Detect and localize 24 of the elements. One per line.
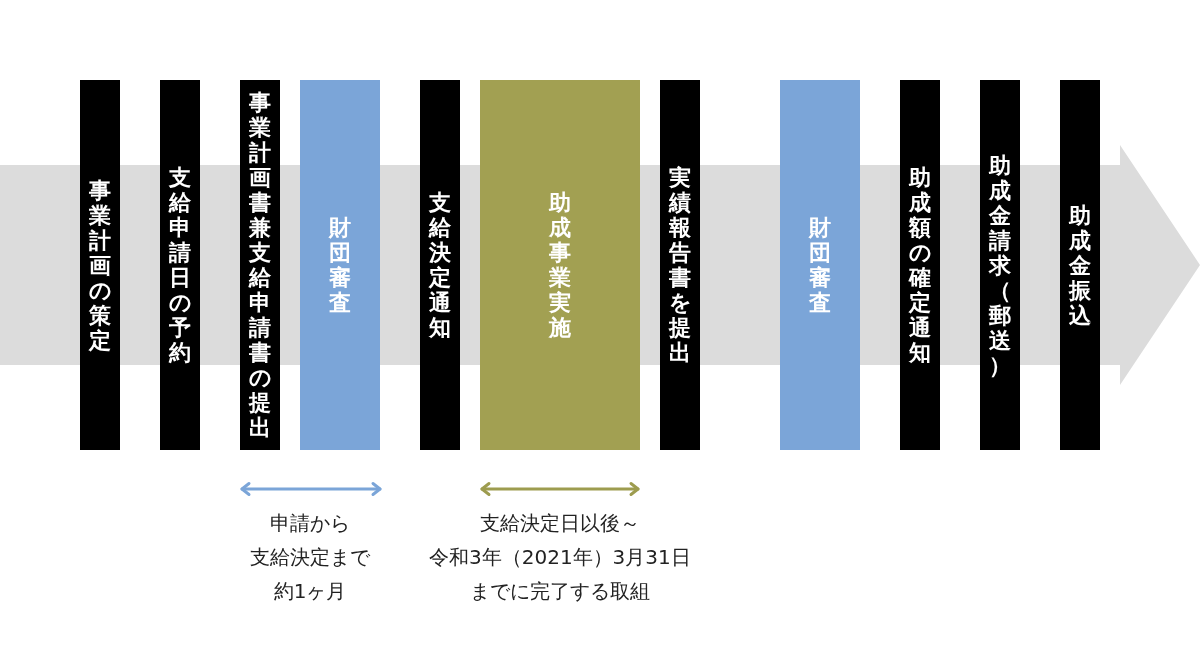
step-label: 財団審査 bbox=[807, 215, 832, 315]
step-bar bbox=[160, 80, 200, 450]
step-bar bbox=[240, 80, 280, 450]
note-text: 申請から支給決定まで約1ヶ月 bbox=[250, 510, 370, 605]
step-label: 事業計画の策定 bbox=[87, 177, 113, 353]
step-bar bbox=[420, 80, 460, 450]
step-label: 助成額の確定通知 bbox=[907, 165, 933, 365]
step-bar bbox=[900, 80, 940, 450]
step-label: 支給決定通知 bbox=[427, 190, 452, 340]
step-label: 助成事業実施 bbox=[547, 190, 572, 340]
step-label: 助成金振込 bbox=[1067, 202, 1092, 328]
step-label: 実績報告書を提出 bbox=[667, 165, 693, 365]
note-text: 支給決定日以後～令和3年（2021年）3月31日までに完了する取組 bbox=[429, 510, 691, 605]
step-label: 助成金請求（郵送） bbox=[987, 152, 1012, 378]
step-bar bbox=[980, 80, 1020, 450]
step-label: 財団審査 bbox=[327, 215, 352, 315]
step-bar bbox=[300, 80, 380, 450]
step-label: 事業計画書兼支給申請書の提出 bbox=[247, 90, 273, 440]
step-bar bbox=[80, 80, 120, 450]
step-label: 支給申請日の予約 bbox=[167, 165, 193, 365]
step-bar bbox=[660, 80, 700, 450]
step-bar bbox=[1060, 80, 1100, 450]
step-bar bbox=[480, 80, 640, 450]
step-bar bbox=[780, 80, 860, 450]
